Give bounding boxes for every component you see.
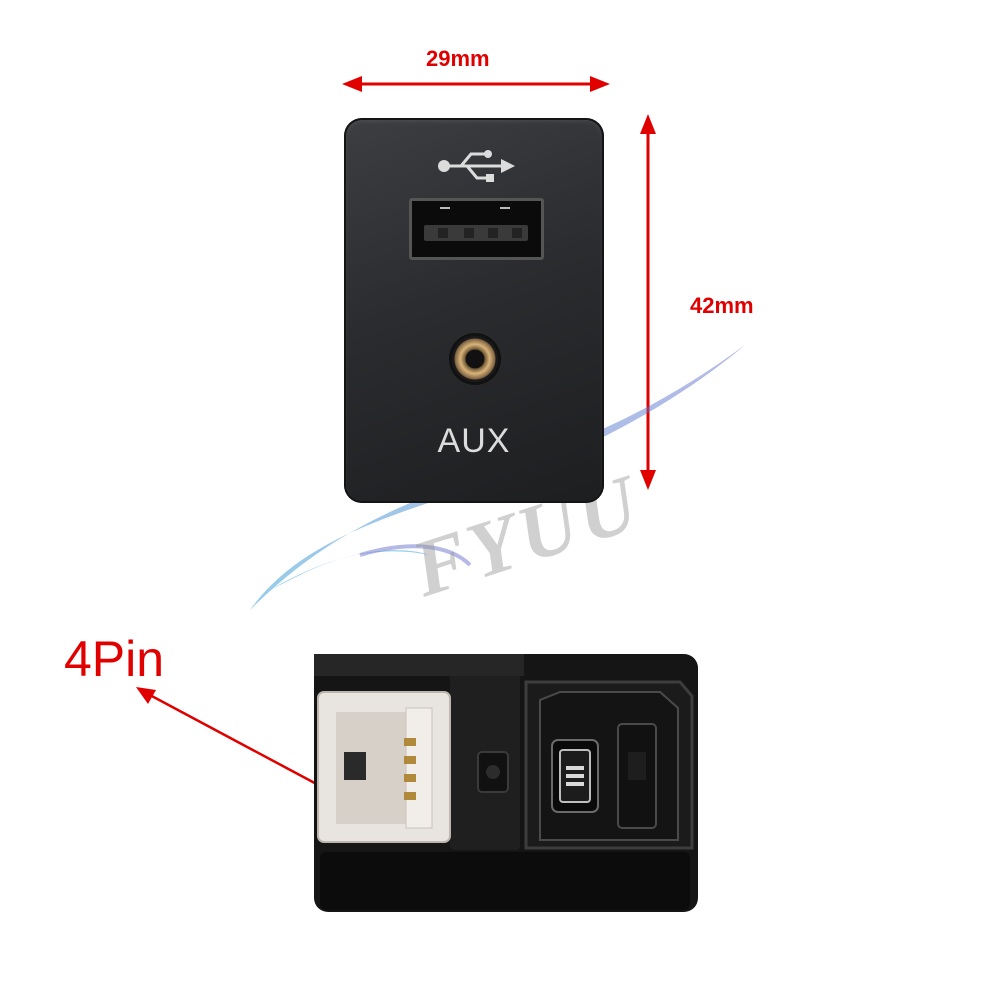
rear-connector	[314, 654, 698, 912]
usb-port	[409, 198, 544, 260]
aux-label: AUX	[437, 422, 511, 460]
usb-icon	[438, 150, 515, 182]
four-pin-plug	[317, 691, 451, 843]
front-panel: AUX	[344, 118, 604, 503]
height-arrow	[640, 114, 656, 490]
aux-jack	[452, 336, 498, 382]
width-label: 29mm	[426, 46, 490, 71]
width-arrow	[342, 76, 610, 92]
pin-pointer-arrow	[136, 687, 325, 790]
height-label: 42mm	[690, 293, 754, 318]
pin-label: 4Pin	[64, 631, 165, 687]
